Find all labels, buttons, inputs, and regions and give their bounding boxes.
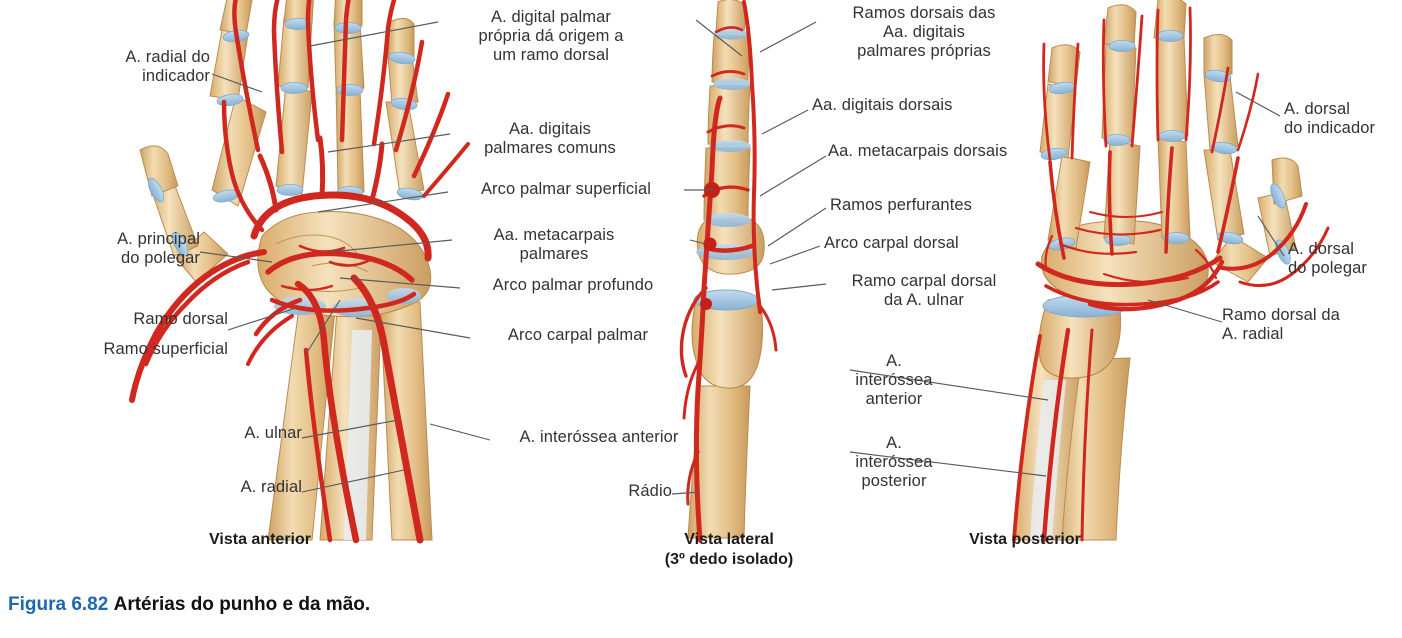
- view-caption-anterior: Vista anterior: [209, 531, 311, 548]
- label-aa-digitais-dorsais: Aa. digitais dorsais: [812, 96, 953, 114]
- leader-lines: [199, 19, 1285, 495]
- view-posterior-illustration: [1012, 0, 1330, 543]
- anterior-arteries: [129, 0, 470, 544]
- label-aa-metacarpais-dorsais: Aa. metacarpais dorsais: [828, 142, 1008, 160]
- label-a-radial-do-indicador: A. radial do indicador: [125, 48, 210, 85]
- anterior-forearm-bones: [267, 295, 433, 541]
- label-a-dorsal-do-indicador: A. dorsal do indicador: [1284, 100, 1376, 137]
- anatomical-illustration: [129, 0, 1330, 544]
- label-a-digital-palmar-propria: A. digital palmar própria dá origem a um…: [478, 8, 624, 64]
- figure-title: Artérias do punho e da mão.: [113, 594, 371, 615]
- label-radio: Rádio: [628, 482, 672, 500]
- view-anterior-illustration: [129, 0, 470, 544]
- anterior-phalanges: [139, 0, 419, 259]
- label-a-radial: A. radial: [240, 478, 302, 496]
- label-aa-digitais-palmares-comuns: Aa. digitais palmares comuns: [484, 120, 616, 157]
- label-arco-carpal-dorsal: Arco carpal dorsal: [824, 234, 959, 252]
- carpal-arch-cross-section: [700, 298, 712, 310]
- label-aa-metacarpais-palmares: Aa. metacarpais palmares: [493, 226, 615, 263]
- label-a-interossea-anterior-esq: A. interóssea anterior: [519, 428, 679, 446]
- label-a-interossea-posterior: A. interóssea posterior: [855, 434, 933, 490]
- label-ramos-perfurantes: Ramos perfurantes: [830, 196, 973, 214]
- label-ramo-dorsal-da-a-radial: Ramo dorsal da A. radial: [1222, 306, 1340, 343]
- view-lateral-illustration: [679, 0, 778, 543]
- label-ramo-superficial: Ramo superficial: [103, 340, 228, 358]
- label-arco-palmar-superficial: Arco palmar superficial: [480, 180, 652, 198]
- label-a-principal-do-polegar: A. principal do polegar: [117, 230, 200, 267]
- view-caption-lateral: Vista lateral (3º dedo isolado): [664, 531, 794, 568]
- label-ramo-carpal-dorsal-da-a-ulnar: Ramo carpal dorsal da A. ulnar: [851, 272, 997, 309]
- label-ramo-dorsal: Ramo dorsal: [133, 310, 228, 328]
- figure-number: Figura 6.82: [8, 594, 109, 615]
- label-arco-palmar-profundo: Arco palmar profundo: [492, 276, 654, 294]
- view-caption-posterior: Vista posterior: [969, 531, 1081, 548]
- label-ramos-dorsais-aa-digitais-palmares-proprias: Ramos dorsais das Aa. digitais palmares …: [852, 4, 996, 60]
- label-arco-carpal-palmar: Arco carpal palmar: [507, 326, 649, 344]
- label-a-interossea-anterior-dir: A. interóssea anterior: [855, 352, 933, 408]
- label-a-dorsal-do-polegar: A. dorsal do polegar: [1288, 240, 1367, 277]
- figure-caption: Figura 6.82 Artérias do punho e da mão.: [8, 594, 370, 616]
- deep-arch-cross-section: [703, 237, 717, 251]
- label-a-ulnar: A. ulnar: [244, 424, 302, 442]
